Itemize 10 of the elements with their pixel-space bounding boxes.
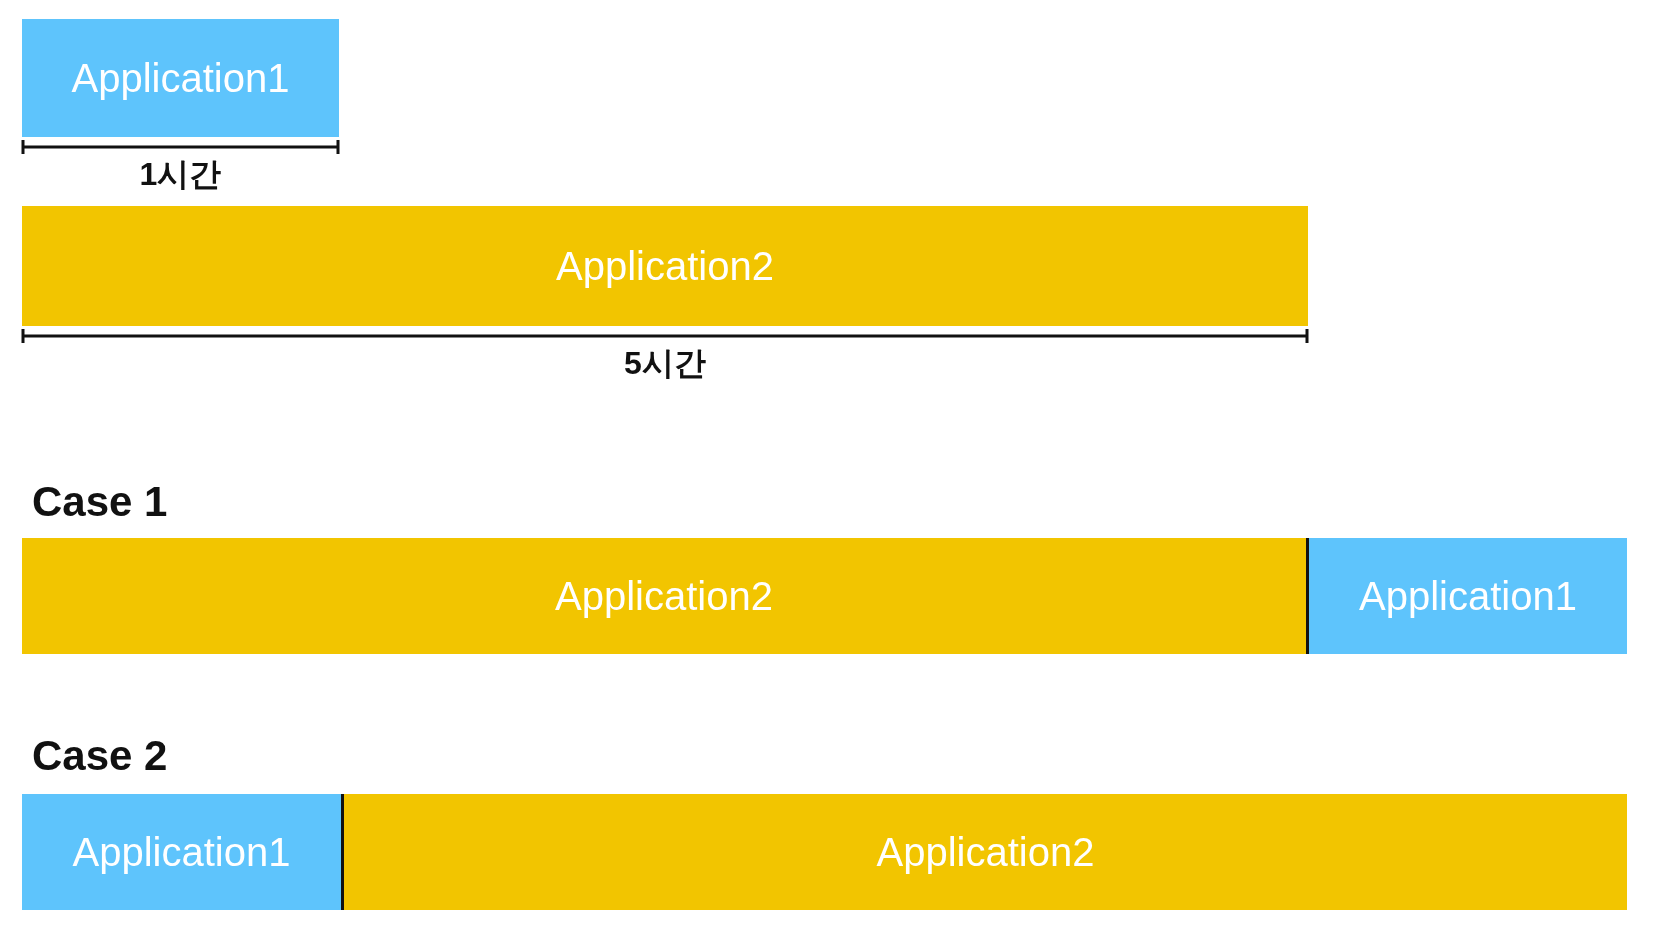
task-bar: Application1 (1306, 538, 1627, 654)
task-bar: Application2 (22, 206, 1308, 326)
duration-label: 1시간 (139, 155, 222, 194)
case-heading: Case 1 (32, 478, 168, 526)
duration-label: 5시간 (624, 344, 706, 383)
task-bar: Application1 (22, 794, 341, 910)
case-heading: Case 2 (32, 732, 168, 780)
task-bar: Application1 (22, 19, 339, 137)
task-bar: Application2 (341, 794, 1627, 910)
task-bar: Application2 (22, 538, 1306, 654)
